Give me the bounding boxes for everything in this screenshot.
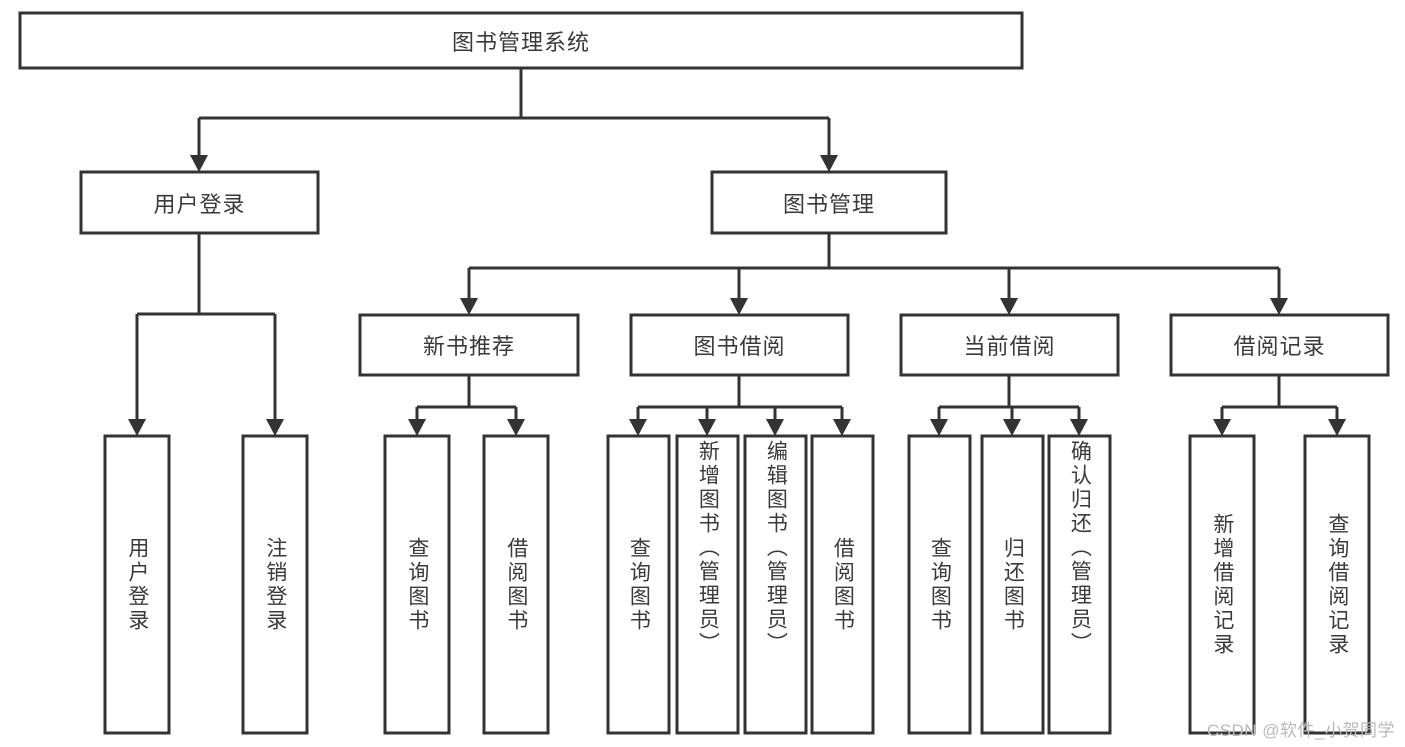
node-box-current-borrow[interactable]	[899, 313, 1120, 377]
node-box-leaf-borrow-book-rec[interactable]	[482, 434, 550, 735]
arrowhead-leaf-confirm-return	[1070, 419, 1088, 436]
node-box-leaf-user-login[interactable]	[103, 434, 171, 735]
arrowhead-current-borrow	[1000, 298, 1018, 315]
node-box-leaf-query-book-cur[interactable]	[907, 434, 972, 735]
node-box-book-borrow[interactable]	[629, 313, 850, 377]
arrowhead-leaf-query-book-cur	[930, 419, 948, 436]
watermark-text: CSDN @软件_小贺同学	[1206, 721, 1395, 740]
connector-group-current-borrow	[930, 375, 1088, 436]
arrowhead-borrow-record	[1270, 298, 1288, 315]
connector-group-new-book-recommend	[408, 375, 525, 436]
node-box-user-login[interactable]	[79, 170, 320, 235]
node-box-book-manage[interactable]	[710, 170, 948, 235]
arrowhead-leaf-add-record	[1213, 419, 1231, 436]
connector-group-root	[190, 68, 838, 172]
node-box-leaf-query-book-rec[interactable]	[383, 434, 451, 735]
node-box-root[interactable]	[18, 11, 1024, 70]
arrowhead-leaf-edit-book	[766, 419, 784, 436]
arrowhead-leaf-query-book-bor	[629, 419, 647, 436]
arrowhead-user-login	[190, 155, 208, 172]
node-box-leaf-logout[interactable]	[241, 434, 309, 735]
arrowhead-new-book-recommend	[460, 298, 478, 315]
connector-group-book-manage	[460, 233, 1288, 315]
node-box-new-book-recommend[interactable]	[358, 313, 580, 377]
connector-group-book-borrow	[629, 375, 851, 436]
node-box-leaf-add-book[interactable]	[675, 434, 740, 735]
arrowhead-book-borrow	[730, 298, 748, 315]
connector-group-borrow-record	[1213, 375, 1346, 436]
arrowhead-leaf-return-book	[1003, 419, 1021, 436]
node-box-leaf-borrow-book-bor[interactable]	[810, 434, 875, 735]
arrowhead-leaf-logout	[266, 419, 284, 436]
node-box-leaf-add-record[interactable]	[1188, 434, 1256, 735]
node-box-leaf-query-book-bor[interactable]	[606, 434, 671, 735]
node-box-leaf-edit-book[interactable]	[743, 434, 808, 735]
connector-group-user-login	[128, 233, 284, 436]
arrowhead-leaf-query-record	[1328, 419, 1346, 436]
node-box-borrow-record[interactable]	[1169, 313, 1390, 377]
node-box-leaf-return-book[interactable]	[980, 434, 1045, 735]
arrowhead-leaf-add-book	[698, 419, 716, 436]
arrowhead-leaf-query-book-rec	[408, 419, 426, 436]
arrowhead-leaf-borrow-book-rec	[507, 419, 525, 436]
node-box-leaf-confirm-return[interactable]	[1047, 434, 1112, 735]
node-box-leaf-query-record[interactable]	[1303, 434, 1371, 735]
arrowhead-book-manage	[820, 155, 838, 172]
arrowhead-leaf-borrow-book-bor	[833, 419, 851, 436]
arrowhead-leaf-user-login	[128, 419, 146, 436]
